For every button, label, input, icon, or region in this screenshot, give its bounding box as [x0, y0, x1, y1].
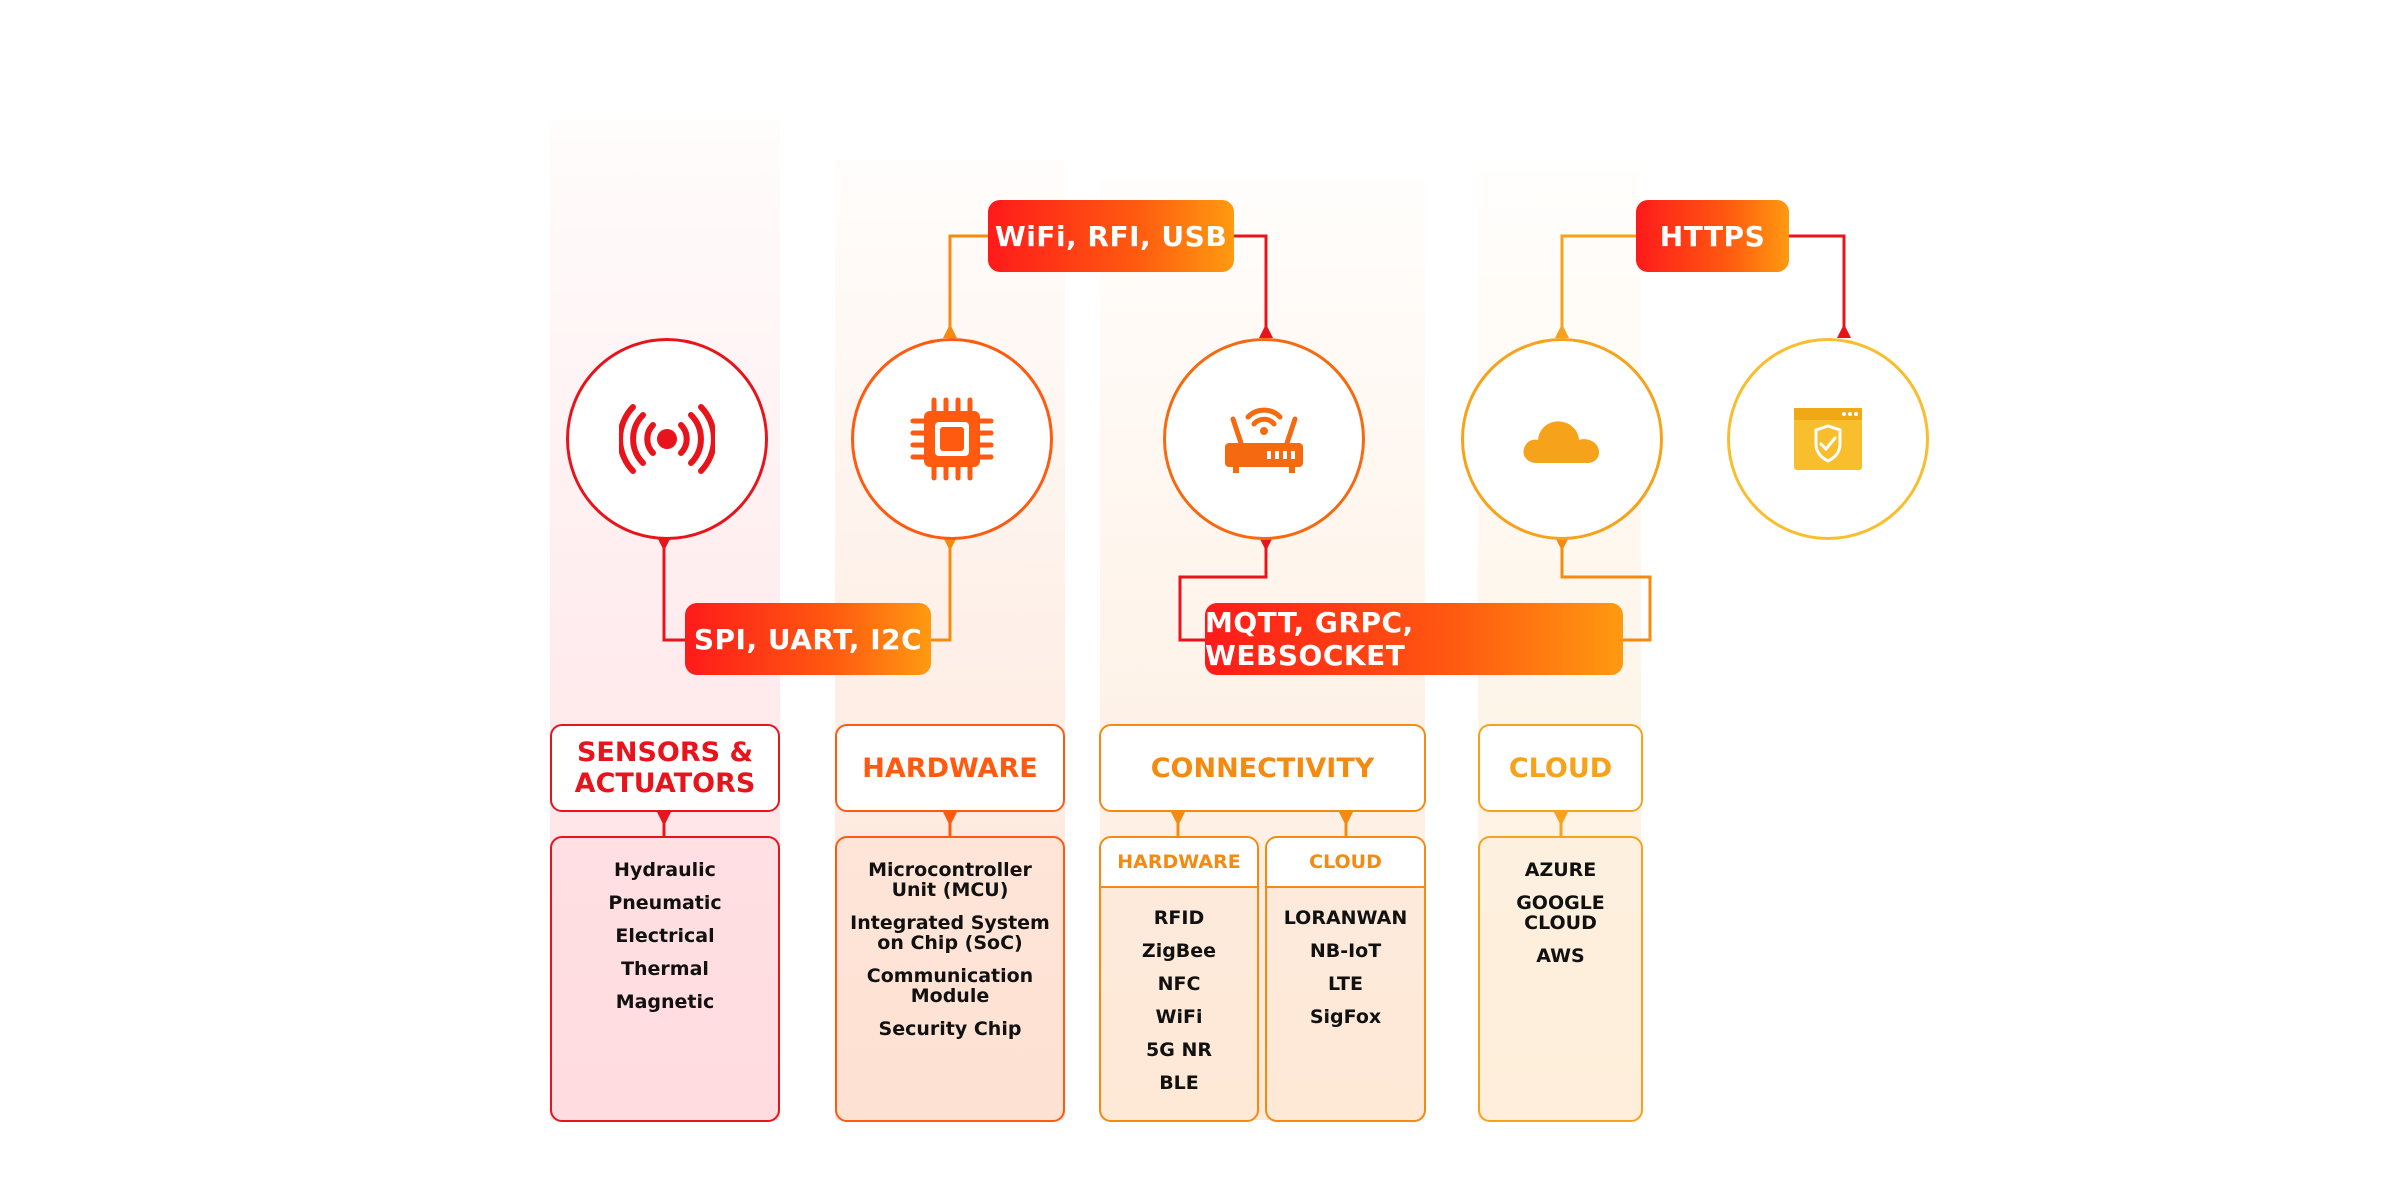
cloud-items-card: AZURE GOOGLE CLOUD AWS	[1478, 836, 1643, 1122]
list-item: 5G NR	[1146, 1039, 1212, 1061]
category-cloud: CLOUD	[1478, 724, 1643, 812]
list-item: AZURE	[1524, 859, 1597, 881]
connectivity-cloud-title: CLOUD	[1267, 838, 1424, 888]
list-item: Electrical	[615, 925, 715, 947]
wifi-router-icon	[1225, 407, 1303, 473]
category-connectivity: CONNECTIVITY	[1099, 724, 1426, 812]
connectivity-hardware-title: HARDWARE	[1101, 838, 1257, 888]
security-icon-circle	[1727, 338, 1929, 540]
list-item: Communication Module	[866, 965, 1034, 1007]
protocol-mqtt-grpc-websocket: MQTT, GRPC, WEBSOCKET	[1205, 603, 1623, 675]
list-item: WiFi	[1155, 1006, 1203, 1028]
list-item: ZigBee	[1141, 940, 1217, 962]
protocol-wifi-rfi-usb: WiFi, RFI, USB	[988, 200, 1234, 272]
list-item: NFC	[1157, 973, 1201, 995]
protocol-https: HTTPS	[1636, 200, 1789, 272]
signal-broadcast-icon	[619, 404, 715, 474]
category-sensors-title-line1: SENSORS &	[576, 737, 754, 768]
list-item: SigFox	[1309, 1006, 1382, 1028]
protocol-spi-uart-i2c: SPI, UART, I2C	[685, 603, 931, 675]
category-sensors-title-line2: ACTUATORS	[574, 768, 756, 799]
list-item: Pneumatic	[608, 892, 722, 914]
hardware-icon-circle	[851, 338, 1053, 540]
sensors-items-card: Hydraulic Pneumatic Electrical Thermal M…	[550, 836, 780, 1122]
list-item: AWS	[1536, 945, 1585, 967]
connectivity-icon-circle	[1163, 338, 1365, 540]
list-item: Security Chip	[878, 1018, 1022, 1040]
microchip-icon	[910, 397, 994, 481]
list-item: BLE	[1159, 1072, 1199, 1094]
hardware-items-card: Microcontroller Unit (MCU) Integrated Sy…	[835, 836, 1065, 1122]
list-item: Microcontroller Unit (MCU)	[868, 859, 1032, 901]
sensors-icon-circle	[566, 338, 768, 540]
list-item: RFID	[1153, 907, 1205, 929]
connectivity-hardware-card: HARDWARE RFID ZigBee NFC WiFi 5G NR BLE	[1099, 836, 1259, 1122]
list-item: LTE	[1328, 973, 1363, 995]
cloud-icon-circle	[1461, 338, 1663, 540]
secure-browser-icon	[1794, 408, 1862, 470]
list-item: Hydraulic	[614, 859, 716, 881]
list-item: Integrated System on Chip (SoC)	[850, 912, 1050, 954]
list-item: Magnetic	[615, 991, 715, 1013]
connectivity-cloud-card: CLOUD LORANWAN NB-IoT LTE SigFox	[1265, 836, 1426, 1122]
list-item: GOOGLE CLOUD	[1516, 892, 1605, 934]
list-item: LORANWAN	[1283, 907, 1408, 929]
list-item: NB-IoT	[1309, 940, 1382, 962]
list-item: Thermal	[621, 958, 709, 980]
category-sensors-actuators: SENSORS & ACTUATORS	[550, 724, 780, 812]
category-hardware: HARDWARE	[835, 724, 1065, 812]
cloud-icon	[1523, 421, 1599, 463]
